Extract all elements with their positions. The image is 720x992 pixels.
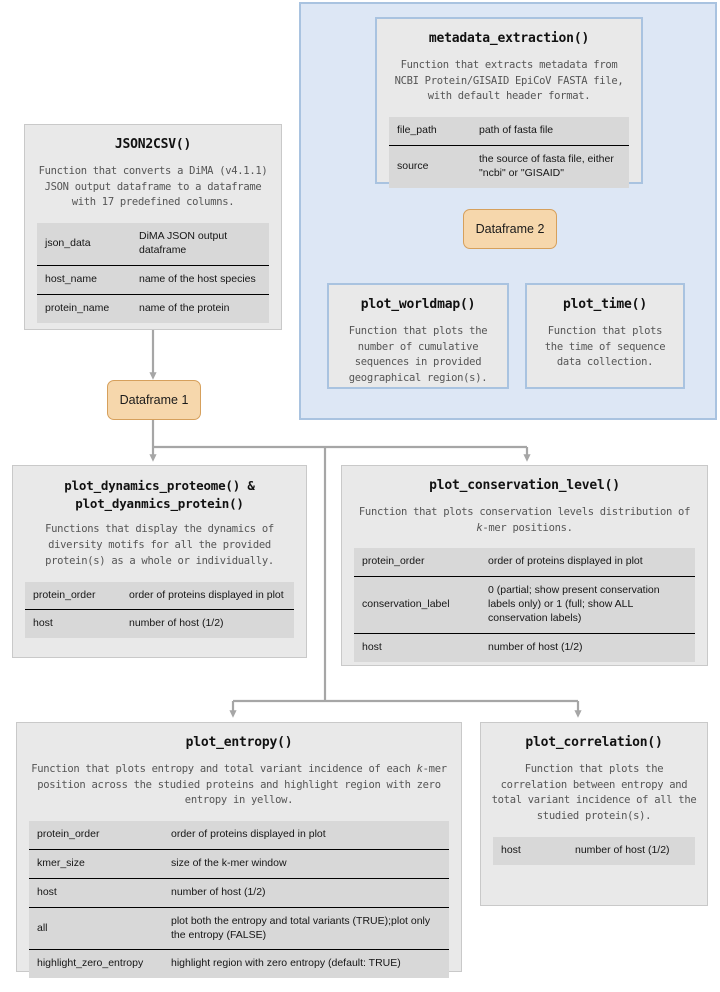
param-desc: 0 (partial; show present conservation la… xyxy=(484,576,695,634)
param-name: all xyxy=(29,906,167,950)
card-desc-plot-correlation: Function that plots the correlation betw… xyxy=(491,762,697,823)
card-title-plot-conservation-level: plot_conservation_level() xyxy=(429,478,620,493)
param-name: source xyxy=(389,144,475,188)
param-name: json_data xyxy=(45,237,91,250)
table-row: all plot both the entropy and total vari… xyxy=(29,906,449,950)
param-name: conservation_label xyxy=(354,576,484,634)
param-name: host_name xyxy=(37,264,135,295)
param-desc: order of proteins displayed in plot xyxy=(488,555,643,568)
param-table-metadata-extraction: file_path path of fasta file source the … xyxy=(389,117,629,188)
table-row: host_name name of the host species xyxy=(37,264,269,295)
param-desc: name of the host species xyxy=(135,264,269,295)
card-desc-plot-time: Function that plots the time of sequence… xyxy=(544,324,666,369)
table-row: file_path path of fasta file xyxy=(389,117,629,145)
param-table-plot-entropy: protein_order order of proteins displaye… xyxy=(29,821,449,979)
card-title-plot-correlation: plot_correlation() xyxy=(525,735,663,750)
param-name: protein_order xyxy=(37,828,100,841)
table-row: protein_order order of proteins displaye… xyxy=(29,821,449,849)
card-plot-dynamics[interactable]: plot_dynamics_proteome() & plot_dyanmics… xyxy=(12,465,307,658)
card-plot-entropy[interactable]: plot_entropy() Function that plots entro… xyxy=(16,722,462,979)
param-desc: order of proteins displayed in plot xyxy=(171,828,326,841)
dataframe-1-node[interactable]: Dataframe 1 xyxy=(107,380,201,420)
param-desc: highlight region with zero entropy (defa… xyxy=(167,949,449,979)
edge-df1-lower-trunk xyxy=(233,447,578,703)
table-row: source the source of fasta file, either … xyxy=(389,144,629,188)
card-desc-plot-worldmap: Function that plots the number of cumula… xyxy=(348,324,488,385)
dataframe-2-label: Dataframe 2 xyxy=(475,222,545,236)
param-name: kmer_size xyxy=(29,848,167,879)
param-desc: order of proteins displayed in plot xyxy=(129,588,284,601)
param-table-plot-correlation: host number of host (1/2) xyxy=(493,836,695,865)
edge-df1-trunk xyxy=(151,418,527,449)
table-row: host number of host (1/2) xyxy=(493,837,695,865)
card-plot-time[interactable]: plot_time() Function that plots the time… xyxy=(525,283,685,389)
card-desc-plot-conservation-level: Function that plots conservation levels … xyxy=(342,496,707,547)
param-table-json2csv: json_data DiMA JSON output dataframe hos… xyxy=(37,223,269,323)
desc-part-2: -mer position across the studied protein… xyxy=(37,762,447,807)
param-name: host xyxy=(501,843,521,856)
dataframe-2-node[interactable]: Dataframe 2 xyxy=(463,209,557,249)
table-row: host number of host (1/2) xyxy=(25,609,294,639)
card-title-metadata-extraction: metadata_extraction() xyxy=(428,31,590,46)
desc-part-1: Function that plots conservation levels … xyxy=(358,505,691,518)
card-title-plot-dynamics: plot_dynamics_proteome() & plot_dyanmics… xyxy=(13,466,306,513)
card-plot-conservation-level[interactable]: plot_conservation_level() Function that … xyxy=(341,465,708,666)
param-desc: path of fasta file xyxy=(479,124,554,137)
table-row: highlight_zero_entropy highlight region … xyxy=(29,949,449,979)
param-desc: DiMA JSON output dataframe xyxy=(139,230,228,256)
desc-part-2: -mer positions. xyxy=(482,521,573,534)
table-row: protein_order order of proteins displaye… xyxy=(25,582,294,610)
dataframe-1-label: Dataframe 1 xyxy=(119,393,189,407)
param-table-plot-dynamics: protein_order order of proteins displaye… xyxy=(25,581,294,639)
desc-part-1: Function that plots entropy and total va… xyxy=(31,762,417,775)
param-desc: size of the k-mer window xyxy=(167,848,449,879)
param-desc: number of host (1/2) xyxy=(575,843,670,856)
param-name: host xyxy=(25,609,125,639)
card-title-plot-entropy: plot_entropy() xyxy=(185,735,293,750)
card-title-plot-time: plot_time() xyxy=(563,297,647,312)
card-desc-plot-dynamics: Functions that display the dynamics of d… xyxy=(45,523,274,567)
card-title-plot-worldmap: plot_worldmap() xyxy=(360,297,476,312)
card-json2csv[interactable]: JSON2CSV() Function that converts a DiMA… xyxy=(24,124,282,330)
param-desc: number of host (1/2) xyxy=(167,877,449,908)
table-row: json_data DiMA JSON output dataframe xyxy=(37,223,269,265)
desc-italic-k: k xyxy=(476,521,483,534)
param-desc: the source of fasta file, either "ncbi" … xyxy=(475,144,629,188)
param-name: protein_order xyxy=(33,588,96,601)
param-name: protein_order xyxy=(362,555,425,568)
param-name: highlight_zero_entropy xyxy=(29,949,167,979)
card-title-line-2: plot_dyanmics_protein() xyxy=(75,496,244,512)
card-desc-plot-entropy: Function that plots entropy and total va… xyxy=(17,753,461,819)
param-desc: plot both the entropy and total variants… xyxy=(167,906,449,950)
param-name: protein_name xyxy=(37,293,135,323)
table-row: protein_order order of proteins displaye… xyxy=(354,548,695,576)
card-plot-worldmap[interactable]: plot_worldmap() Function that plots the … xyxy=(327,283,509,389)
table-row: conservation_label 0 (partial; show pres… xyxy=(354,576,695,634)
param-table-plot-conservation-level: protein_order order of proteins displaye… xyxy=(354,548,695,662)
card-plot-correlation[interactable]: plot_correlation() Function that plots t… xyxy=(480,722,708,906)
card-desc-metadata-extraction: Function that extracts metadata from NCB… xyxy=(394,58,624,103)
table-row: kmer_size size of the k-mer window xyxy=(29,848,449,879)
card-title-json2csv: JSON2CSV() xyxy=(114,137,192,152)
desc-italic-k: k xyxy=(416,762,423,775)
param-name: host xyxy=(29,877,167,908)
card-metadata-extraction[interactable]: metadata_extraction() Function that extr… xyxy=(375,17,643,188)
param-name: file_path xyxy=(397,124,437,137)
table-row: host number of host (1/2) xyxy=(29,877,449,908)
table-row: protein_name name of the protein xyxy=(37,293,269,323)
param-name: host xyxy=(354,632,484,662)
param-desc: number of host (1/2) xyxy=(125,609,294,639)
card-desc-json2csv: Function that converts a DiMA (v4.1.1) J… xyxy=(38,164,268,209)
card-title-line-1: plot_dynamics_proteome() & xyxy=(64,478,255,493)
param-desc: number of host (1/2) xyxy=(484,632,695,662)
param-desc: name of the protein xyxy=(135,293,269,323)
table-row: host number of host (1/2) xyxy=(354,632,695,662)
